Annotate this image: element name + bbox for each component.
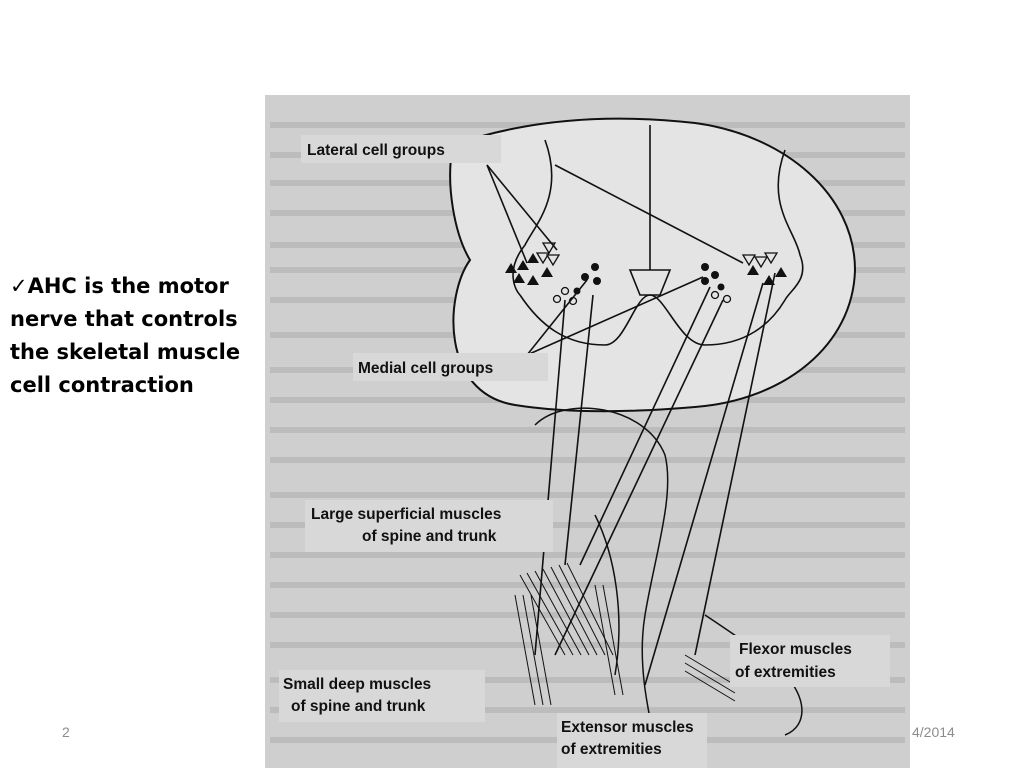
- label-lateral-cell-groups: Lateral cell groups: [307, 142, 445, 159]
- open-circle-symbols: [552, 286, 732, 306]
- label-small-deep-1: Small deep muscles: [283, 676, 431, 693]
- bullet-line-4: cell contraction: [10, 373, 194, 397]
- bullet-line-3: the skeletal muscle: [10, 340, 241, 364]
- bullet-line-2: nerve that controls: [10, 307, 238, 331]
- lateral-cell-symbols-left: [505, 253, 553, 285]
- check-icon: ✓: [10, 274, 28, 298]
- lateral-cell-symbols-right: [747, 265, 787, 285]
- muscle-fibres: [514, 562, 736, 706]
- pointer-lines: [486, 164, 776, 686]
- label-large-superficial-2: of spine and trunk: [362, 528, 497, 545]
- slide-number: 2: [62, 724, 70, 740]
- bullet-line-1: ✓AHC is the motor: [10, 270, 295, 303]
- bullet-line-1-text: AHC is the motor: [27, 274, 229, 298]
- slide-date: 4/2014: [912, 724, 955, 740]
- open-triangle-symbols: [535, 242, 779, 269]
- label-backdrops: [279, 135, 890, 768]
- label-large-superficial-1: Large superficial muscles: [311, 506, 501, 523]
- label-extensor-2: of extremities: [561, 741, 662, 758]
- spinal-cord-diagram: Lateral cell groups Medial cell groups L…: [265, 95, 910, 768]
- spinal-cord-section: [449, 117, 857, 413]
- label-medial-cell-groups: Medial cell groups: [358, 360, 493, 377]
- label-flexor-1: Flexor muscles: [739, 641, 852, 658]
- label-small-deep-2: of spine and trunk: [291, 698, 426, 715]
- label-flexor-2: of extremities: [735, 664, 836, 681]
- diagram-svg: Lateral cell groups Medial cell groups L…: [270, 117, 905, 768]
- background-text-texture: [270, 122, 905, 743]
- bullet-text: ✓AHC is the motor nerve that controls th…: [10, 270, 295, 402]
- label-extensor-1: Extensor muscles: [561, 719, 694, 736]
